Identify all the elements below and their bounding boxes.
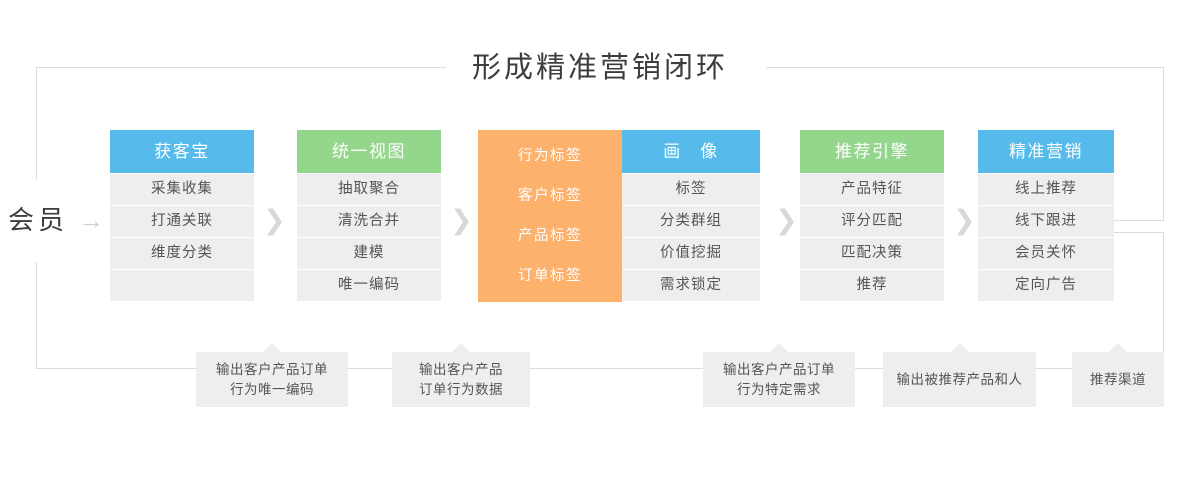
stage-card-5-row-2[interactable]: 线下跟进 bbox=[978, 206, 1114, 237]
tag-block-item-4: 订单标签 bbox=[518, 268, 582, 284]
stage-card-4-row-4[interactable]: 推荐 bbox=[800, 270, 944, 301]
tag-block-item-3: 产品标签 bbox=[518, 228, 582, 244]
stage-separator-3: ❯ bbox=[775, 205, 798, 235]
notch-triangle-icon bbox=[770, 343, 788, 352]
stage-card-4[interactable]: 推荐引擎 产品特征 评分匹配 匹配决策 推荐 bbox=[800, 130, 944, 301]
entry-node: 会员 → bbox=[8, 200, 104, 240]
output-box-1-line-1: 输出客户产品订单 bbox=[216, 361, 328, 377]
tag-block-item-2: 客户标签 bbox=[518, 188, 582, 204]
stage-separator-4: ❯ bbox=[953, 205, 976, 235]
output-box-3-line-2: 行为特定需求 bbox=[737, 381, 821, 397]
tag-block[interactable]: 行为标签 客户标签 产品标签 订单标签 bbox=[478, 130, 622, 302]
output-box-5-line-1: 推荐渠道 bbox=[1090, 371, 1146, 387]
frame-top-right-segment bbox=[766, 67, 1164, 68]
stage-card-2-row-1[interactable]: 抽取聚合 bbox=[297, 174, 441, 205]
stage-card-2[interactable]: 统一视图 抽取聚合 清洗合并 建模 唯一编码 bbox=[297, 130, 441, 301]
output-box-3-text: 输出客户产品订单 行为特定需求 bbox=[723, 360, 835, 400]
entry-label: 会员 bbox=[8, 205, 69, 235]
stage-card-4-row-3[interactable]: 匹配决策 bbox=[800, 238, 944, 269]
output-box-1[interactable]: 输出客户产品订单 行为唯一编码 bbox=[196, 343, 348, 407]
stage-card-3-row-4[interactable]: 需求锁定 bbox=[622, 270, 760, 301]
tag-block-item-1: 行为标签 bbox=[518, 148, 582, 164]
stage-card-5[interactable]: 精准营销 线上推荐 线下跟进 会员关怀 定向广告 bbox=[978, 130, 1114, 301]
stage-card-2-row-2[interactable]: 清洗合并 bbox=[297, 206, 441, 237]
output-box-1-text: 输出客户产品订单 行为唯一编码 bbox=[216, 360, 328, 400]
stage-card-3-row-3[interactable]: 价值挖掘 bbox=[622, 238, 760, 269]
output-box-3[interactable]: 输出客户产品订单 行为特定需求 bbox=[703, 343, 855, 407]
stage-card-4-row-2[interactable]: 评分匹配 bbox=[800, 206, 944, 237]
stage-card-5-row-4[interactable]: 定向广告 bbox=[978, 270, 1114, 301]
notch-triangle-icon bbox=[452, 343, 470, 352]
stage-card-2-header: 统一视图 bbox=[297, 130, 441, 173]
output-box-4[interactable]: 输出被推荐产品和人 bbox=[883, 343, 1036, 407]
stage-card-1-row-4 bbox=[110, 270, 254, 301]
frame-right-upper bbox=[1163, 67, 1164, 220]
output-box-2-line-1: 输出客户产品 bbox=[419, 361, 503, 377]
arrow-right-icon: → bbox=[78, 205, 105, 235]
stage-card-3-header: 画 像 bbox=[622, 130, 760, 173]
stage-card-5-header: 精准营销 bbox=[978, 130, 1114, 173]
output-box-2-line-2: 订单行为数据 bbox=[419, 381, 503, 397]
frame-right-lower bbox=[1163, 232, 1164, 369]
output-box-3-line-1: 输出客户产品订单 bbox=[723, 361, 835, 377]
stage-separator-1: ❯ bbox=[263, 205, 286, 235]
frame-top-left-segment bbox=[36, 67, 446, 68]
output-box-5-text: 推荐渠道 bbox=[1090, 370, 1146, 390]
stage-separator-2: ❯ bbox=[450, 205, 473, 235]
stage-card-5-row-3[interactable]: 会员关怀 bbox=[978, 238, 1114, 269]
stage-card-5-row-1[interactable]: 线上推荐 bbox=[978, 174, 1114, 205]
stage-card-1[interactable]: 获客宝 采集收集 打通关联 维度分类 bbox=[110, 130, 254, 301]
frame-right-stub-upper bbox=[1090, 220, 1164, 221]
output-box-4-text: 输出被推荐产品和人 bbox=[897, 370, 1023, 390]
frame-bottom-line bbox=[36, 368, 1164, 369]
frame-right-stub-lower bbox=[1090, 232, 1164, 233]
page-title: 形成精准营销闭环 bbox=[471, 52, 728, 84]
output-box-4-line-1: 输出被推荐产品和人 bbox=[896, 371, 1023, 387]
stage-card-2-row-4[interactable]: 唯一编码 bbox=[297, 270, 441, 301]
stage-card-1-row-3[interactable]: 维度分类 bbox=[110, 238, 254, 269]
stage-card-1-row-1[interactable]: 采集收集 bbox=[110, 174, 254, 205]
stage-card-1-header: 获客宝 bbox=[110, 130, 254, 173]
stage-card-3-row-2[interactable]: 分类群组 bbox=[622, 206, 760, 237]
stage-card-1-row-2[interactable]: 打通关联 bbox=[110, 206, 254, 237]
output-box-2[interactable]: 输出客户产品 订单行为数据 bbox=[392, 343, 530, 407]
output-box-1-line-2: 行为唯一编码 bbox=[230, 381, 314, 397]
frame-left-lower bbox=[36, 262, 37, 369]
notch-triangle-icon bbox=[263, 343, 281, 352]
stage-card-4-row-1[interactable]: 产品特征 bbox=[800, 174, 944, 205]
stage-card-2-row-3[interactable]: 建模 bbox=[297, 238, 441, 269]
notch-triangle-icon bbox=[950, 343, 969, 352]
output-box-2-text: 输出客户产品 订单行为数据 bbox=[419, 360, 503, 400]
frame-left-upper bbox=[36, 67, 37, 179]
notch-triangle-icon bbox=[1109, 343, 1127, 352]
stage-card-4-header: 推荐引擎 bbox=[800, 130, 944, 173]
stage-card-3[interactable]: 画 像 标签 分类群组 价值挖掘 需求锁定 bbox=[622, 130, 760, 301]
stage-card-3-row-1[interactable]: 标签 bbox=[622, 174, 760, 205]
output-box-5[interactable]: 推荐渠道 bbox=[1072, 343, 1164, 407]
